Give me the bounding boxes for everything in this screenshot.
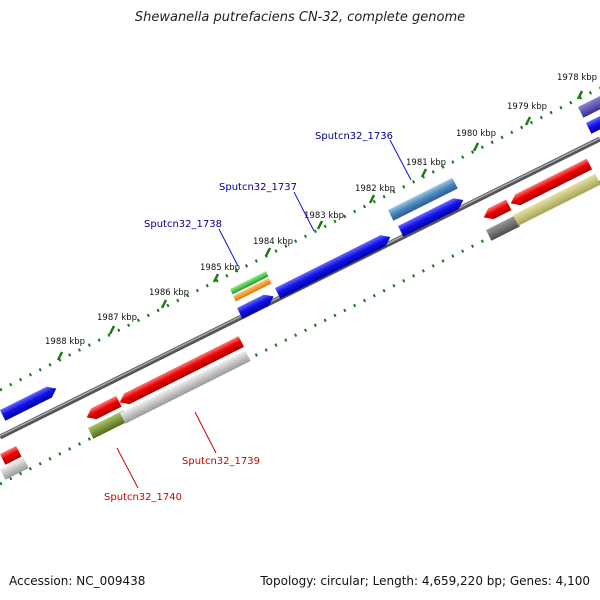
tick-label-1985: 1985 kbp	[200, 263, 240, 273]
gene-arrow[interactable]	[237, 291, 276, 319]
gene-arrow[interactable]	[398, 195, 466, 237]
gene-box-dark[interactable]	[486, 215, 520, 241]
gene-arrow[interactable]	[481, 199, 512, 222]
gene-arrow[interactable]	[0, 383, 59, 421]
gene-labels: Sputcn32_1736 Sputcn32_1737 Sputcn32_173…	[104, 131, 393, 503]
forward-strand-features[interactable]	[0, 93, 600, 421]
gene-box-sputcn32-1739[interactable]	[119, 350, 251, 424]
outer-tick-track	[0, 86, 600, 392]
tick-label-1987: 1987 kbp	[97, 313, 137, 323]
tick-label-1982: 1982 kbp	[355, 184, 395, 194]
gene-arrow[interactable]	[586, 106, 600, 134]
tick-label-1988: 1988 kbp	[45, 337, 85, 347]
label-sputcn32-1736[interactable]: Sputcn32_1736	[315, 131, 393, 142]
genome-summary-text: Topology: circular; Length: 4,659,220 bp…	[260, 574, 590, 588]
gene-box-sputcn32-1740[interactable]	[88, 410, 130, 439]
label-sputcn32-1738[interactable]: Sputcn32_1738	[144, 219, 222, 230]
label-sputcn32-1737[interactable]: Sputcn32_1737	[219, 182, 297, 193]
tick-label-1979: 1979 kbp	[507, 102, 547, 112]
gene-arrow[interactable]	[84, 395, 122, 423]
tick-label-1980: 1980 kbp	[456, 129, 496, 139]
tick-labels: 1978 kbp 1979 kbp 1980 kbp 1981 kbp 1982…	[45, 73, 597, 347]
gene-arrow[interactable]	[0, 445, 22, 465]
tick-label-1983: 1983 kbp	[304, 211, 344, 221]
reverse-strand-features[interactable]	[0, 158, 600, 480]
gene-box-khaki[interactable]	[513, 173, 600, 226]
gene-box-purple[interactable]	[578, 93, 600, 118]
gene-arrow-sputcn32-1737[interactable]	[275, 232, 393, 299]
gene-box-orange[interactable]	[233, 278, 272, 302]
accession-text: Accession: NC_009438	[9, 574, 146, 588]
map-title: Shewanella putrefaciens CN-32, complete …	[134, 10, 466, 25]
gene-box-gray[interactable]	[0, 457, 29, 480]
label-sputcn32-1739[interactable]: Sputcn32_1739	[182, 456, 260, 467]
tick-label-1978: 1978 kbp	[557, 73, 597, 83]
tick-label-1981: 1981 kbp	[406, 158, 446, 168]
gene-arrow-red[interactable]	[117, 336, 244, 408]
tick-label-1986: 1986 kbp	[149, 288, 189, 298]
gene-box-sputcn32-1736[interactable]	[388, 177, 458, 221]
tick-label-1984: 1984 kbp	[253, 237, 293, 247]
gene-arrow[interactable]	[508, 158, 593, 209]
label-sputcn32-1740[interactable]: Sputcn32_1740	[104, 492, 182, 503]
major-ticks	[56, 90, 584, 361]
gene-box-sputcn32-1738[interactable]	[230, 271, 269, 295]
gene-leader-lines	[116, 139, 412, 489]
